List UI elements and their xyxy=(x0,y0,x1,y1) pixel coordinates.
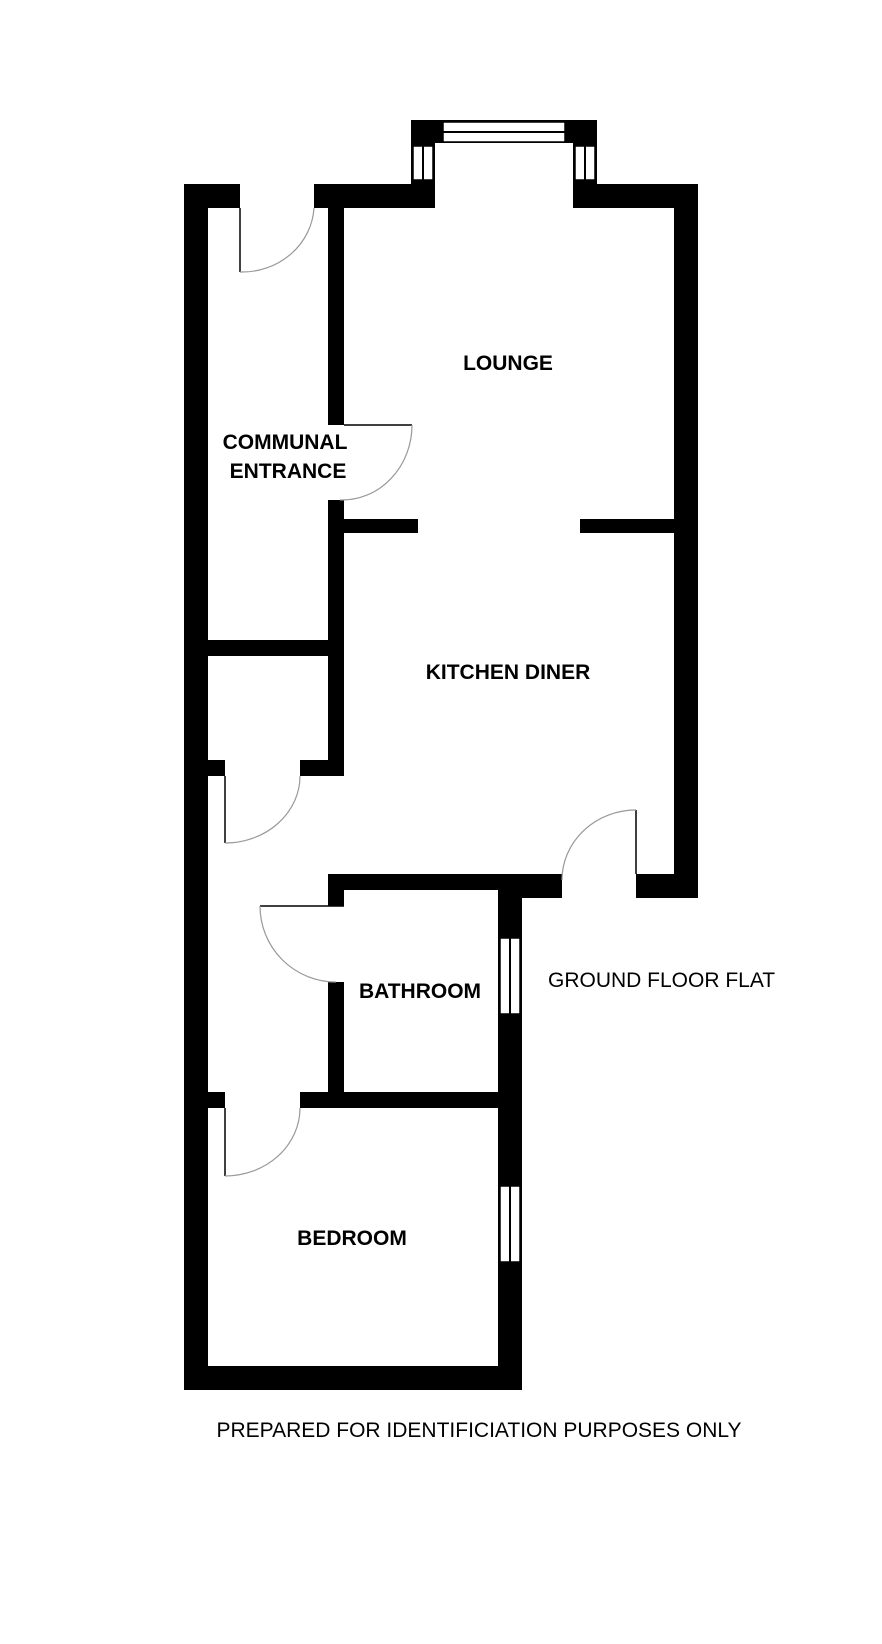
bay-window-right xyxy=(574,145,596,181)
disclaimer: PREPARED FOR IDENTIFICIATION PURPOSES ON… xyxy=(216,1419,741,1442)
room-label-bathroom: BATHROOM xyxy=(359,980,481,1003)
room-label-communal: COMMUNAL xyxy=(223,431,348,454)
windows xyxy=(412,121,596,1263)
kitchen-door xyxy=(561,809,637,881)
room-label-lounge: LOUNGE xyxy=(463,352,553,375)
doors xyxy=(224,207,637,1177)
lounge-kitchen-wall-left xyxy=(344,519,418,533)
top-wall-entrance xyxy=(184,184,240,208)
bay-window-left xyxy=(412,145,434,181)
room-labels: LOUNGE COMMUNAL ENTRANCE KITCHEN DINER B… xyxy=(223,352,591,1250)
outer-wall-bottom xyxy=(184,1366,522,1390)
bedroom-top-wall xyxy=(300,1092,498,1108)
communal-front-door xyxy=(239,207,315,273)
bathroom-window xyxy=(499,937,521,1015)
room-label-entrance: ENTRANCE xyxy=(230,460,347,483)
room-label-kitchen-diner: KITCHEN DINER xyxy=(426,661,591,684)
outer-wall-left xyxy=(184,184,208,1390)
bathroom-left-wall-upper xyxy=(328,874,344,906)
kitchen-door-stub xyxy=(636,874,698,898)
floor-label: GROUND FLOOR FLAT xyxy=(548,969,775,992)
bay-window-front xyxy=(442,121,566,143)
walls xyxy=(184,120,698,1390)
store-door xyxy=(224,775,301,844)
bathroom-door xyxy=(259,905,344,983)
store-stub-right xyxy=(300,760,344,776)
entrance-kitchen-wall xyxy=(328,500,344,776)
store-stub-left xyxy=(208,760,225,776)
room-label-bedroom: BEDROOM xyxy=(297,1227,407,1250)
bedroom-stub-left xyxy=(208,1092,225,1108)
bedroom-door xyxy=(224,1107,301,1177)
lounge-kitchen-wall-right xyxy=(580,519,674,533)
bedroom-window xyxy=(499,1185,521,1263)
outer-wall-right xyxy=(674,184,698,898)
entrance-lounge-wall-upper xyxy=(328,208,344,425)
bathroom-left-wall-lower xyxy=(328,982,344,1108)
entrance-store-wall xyxy=(208,640,328,656)
lounge-door xyxy=(339,424,413,501)
